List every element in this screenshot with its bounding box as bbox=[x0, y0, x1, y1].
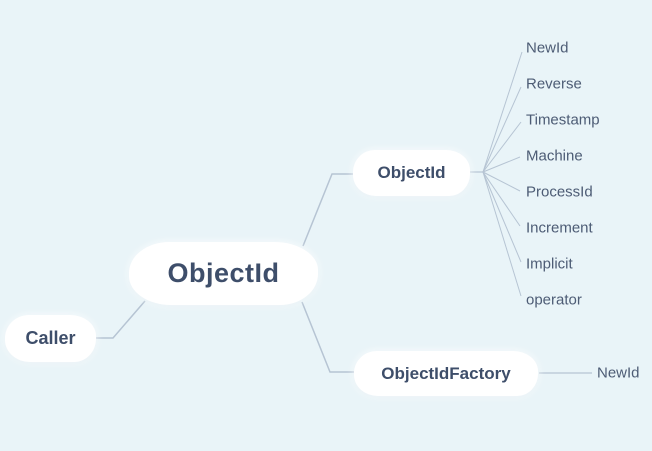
root-node-label: ObjectId bbox=[167, 258, 280, 288]
branch-factory-label: ObjectIdFactory bbox=[381, 363, 511, 383]
connector-leaf-increment bbox=[482, 171, 521, 227]
connector-caller-root bbox=[94, 300, 146, 339]
branch-node-objectid[interactable]: ObjectId bbox=[353, 150, 470, 196]
connector-leaf-implicit bbox=[482, 171, 522, 263]
connector-leaf-reverse bbox=[482, 86, 522, 173]
connector-leaf-processid bbox=[482, 171, 521, 192]
connector-root-factory bbox=[301, 301, 354, 373]
connector-leaf-operator bbox=[482, 171, 522, 297]
branch-node-objectidfactory[interactable]: ObjectIdFactory bbox=[354, 351, 538, 396]
leaf-newid[interactable]: NewId bbox=[526, 39, 569, 57]
caller-node-label: Caller bbox=[25, 328, 76, 348]
node-caller[interactable]: Caller bbox=[5, 315, 96, 362]
leaf-increment[interactable]: Increment bbox=[526, 219, 593, 237]
root-node-objectid[interactable]: ObjectId bbox=[129, 242, 318, 305]
leaf-implicit[interactable]: Implicit bbox=[526, 255, 573, 273]
leaf-operator[interactable]: operator bbox=[526, 291, 582, 309]
leaf-factory-newid[interactable]: NewId bbox=[597, 364, 640, 382]
leaf-machine[interactable]: Machine bbox=[526, 147, 583, 165]
connector-leaf-newid bbox=[482, 51, 523, 173]
leaf-reverse[interactable]: Reverse bbox=[526, 75, 582, 93]
leaf-processid[interactable]: ProcessId bbox=[526, 183, 593, 201]
connector-leaf-machine bbox=[482, 156, 521, 173]
connector-leaf-timestamp bbox=[482, 121, 522, 173]
branch-objectid-label: ObjectId bbox=[377, 163, 446, 182]
leaf-timestamp[interactable]: Timestamp bbox=[526, 111, 600, 129]
connector-root-objectid bbox=[302, 173, 353, 247]
